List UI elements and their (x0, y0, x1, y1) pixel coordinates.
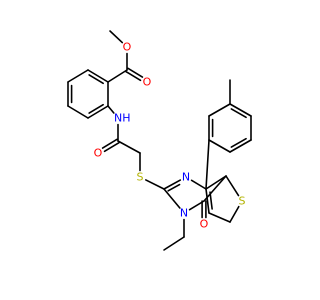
double-bond-t1-t2-inner (230, 137, 247, 148)
single-bond-c6-s2 (229, 205, 240, 223)
double-bond-c8a-c7-inner (209, 191, 213, 210)
single-bond-b6-nh (107, 105, 115, 114)
double-bond-ca-oa (101, 138, 118, 149)
double-bond-c2-n1 (163, 179, 182, 190)
atom-label-s-thioether: S (137, 171, 144, 184)
single-bond-ca-ch2 (117, 140, 141, 154)
atom-label-n-amide: NH (114, 112, 131, 125)
single-bond-c7-c6 (208, 212, 231, 223)
atom-label-o-ketone: O (200, 218, 209, 231)
atom-label-s-thiophene: S (239, 195, 246, 208)
double-bond-ce-od (125, 70, 142, 82)
double-bond-b5-b6-inner (88, 103, 104, 114)
single-bond-t4-t5 (208, 103, 231, 117)
double-bond-ca-oa-second (103, 141, 120, 153)
atom-label-o-ester-double: O (143, 76, 152, 89)
single-bond-c8a-c4a (205, 175, 227, 190)
double-bond-t3-t4-inner (230, 108, 247, 119)
double-bond-c2-n1-inner (167, 183, 181, 192)
single-bond-c8a-t6 (205, 139, 210, 190)
single-bond-b2-b3 (67, 69, 89, 83)
atom-label-n-ring-upper: N (182, 171, 190, 184)
atom-label-o-ester-single: O (123, 41, 132, 54)
single-bond-t6-t1 (208, 139, 231, 153)
double-bond-b1-b2-inner (88, 74, 104, 85)
single-bond-ce-b1 (107, 69, 128, 83)
double-bond-t1-t2 (229, 139, 252, 153)
single-bond-s1-c2 (145, 179, 165, 190)
double-bond-b5-b6 (87, 105, 109, 119)
double-bond-ce-od-second (127, 67, 144, 78)
atom-label-o-amide: O (94, 147, 103, 160)
atom-label-n-ring-lower: N (180, 207, 188, 220)
single-bond-b4-b5 (67, 105, 89, 119)
single-bond-n1-c8a (190, 179, 207, 190)
single-bond-eth1-eth2 (163, 236, 185, 251)
single-bond-me1-oe (109, 30, 124, 44)
single-bond-s2-c4a (225, 175, 240, 197)
double-bond-t3-t4 (229, 103, 252, 117)
double-bond-c8a-c7 (205, 188, 210, 214)
double-bond-b1-b2 (87, 69, 109, 83)
single-bond-n3-c2 (163, 188, 181, 209)
bond-layer (67, 30, 252, 251)
